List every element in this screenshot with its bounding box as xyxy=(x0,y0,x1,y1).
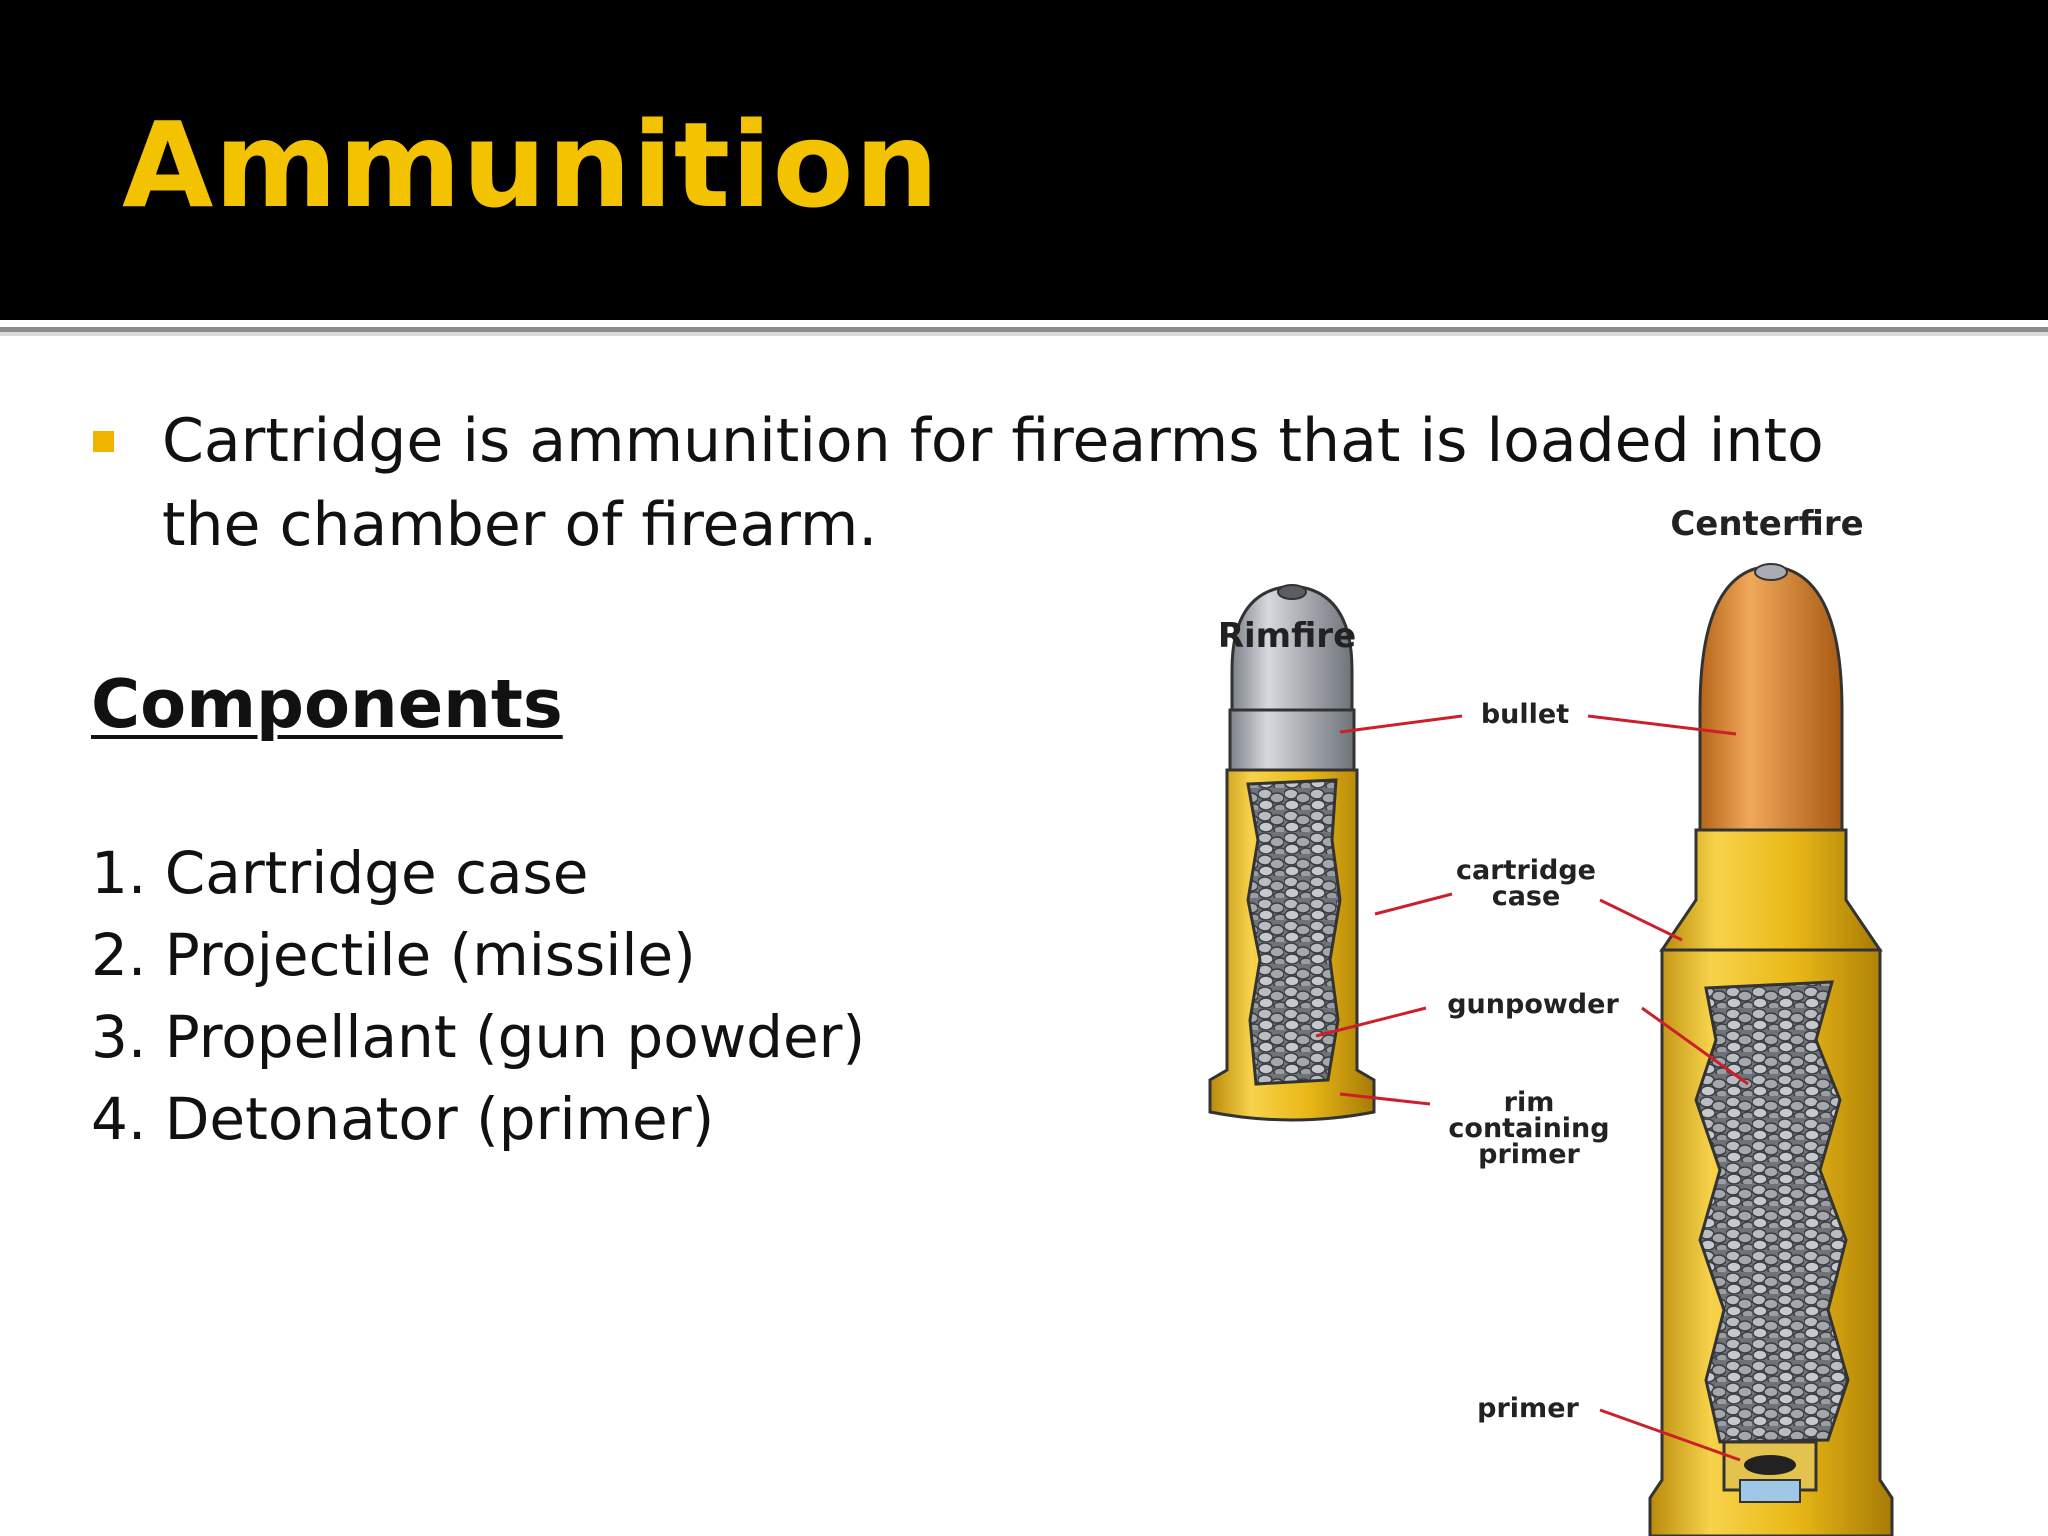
bullet-marker-icon xyxy=(93,431,114,452)
slide-title: Ammunition xyxy=(122,96,940,234)
cartridge-case-label-line1: cartridge xyxy=(1456,855,1596,886)
centerfire-label: Centerfire xyxy=(1670,504,1864,544)
cartridge-case-label-line2: case xyxy=(1491,881,1561,912)
list-item: 2. Projectile (missile) xyxy=(91,921,696,989)
leader-lines xyxy=(1315,714,1749,1462)
components-heading: Components xyxy=(91,665,563,743)
rim-containing-primer-label: rim containing primer xyxy=(1424,1087,1634,1170)
list-item: 3. Propellant (gun powder) xyxy=(91,1003,866,1071)
cartridge-case-label: cartridge case xyxy=(1452,855,1600,912)
components-list: 1. Cartridge case 2. Projectile (missile… xyxy=(91,832,865,1160)
cartridge-diagram: Rimfire Centerfire bullet cartridge case… xyxy=(1180,480,2048,1536)
cartridge-illustration xyxy=(1208,563,1894,1536)
centerfire-cartridge xyxy=(1648,563,1894,1536)
list-item: 1. Cartridge case xyxy=(91,839,589,907)
bullet-label: bullet xyxy=(1480,699,1570,730)
rim-label-line1: rim xyxy=(1503,1087,1555,1118)
header-divider-gray xyxy=(0,327,2048,332)
rimfire-label: Rimfire xyxy=(1217,616,1357,656)
rim-label-line2: containing xyxy=(1448,1113,1610,1144)
list-item: 4. Detonator (primer) xyxy=(91,1085,715,1153)
header-divider-light xyxy=(0,332,2048,336)
rim-label-line3: primer xyxy=(1478,1139,1580,1170)
primer-label: primer xyxy=(1477,1393,1579,1424)
rimfire-cartridge xyxy=(1208,584,1376,1122)
intro-text: Cartridge is ammunition for firearms tha… xyxy=(162,406,1824,560)
title-bar: Ammunition xyxy=(0,0,2048,320)
header-divider-white xyxy=(0,320,2048,327)
gunpowder-label: gunpowder xyxy=(1447,989,1619,1020)
